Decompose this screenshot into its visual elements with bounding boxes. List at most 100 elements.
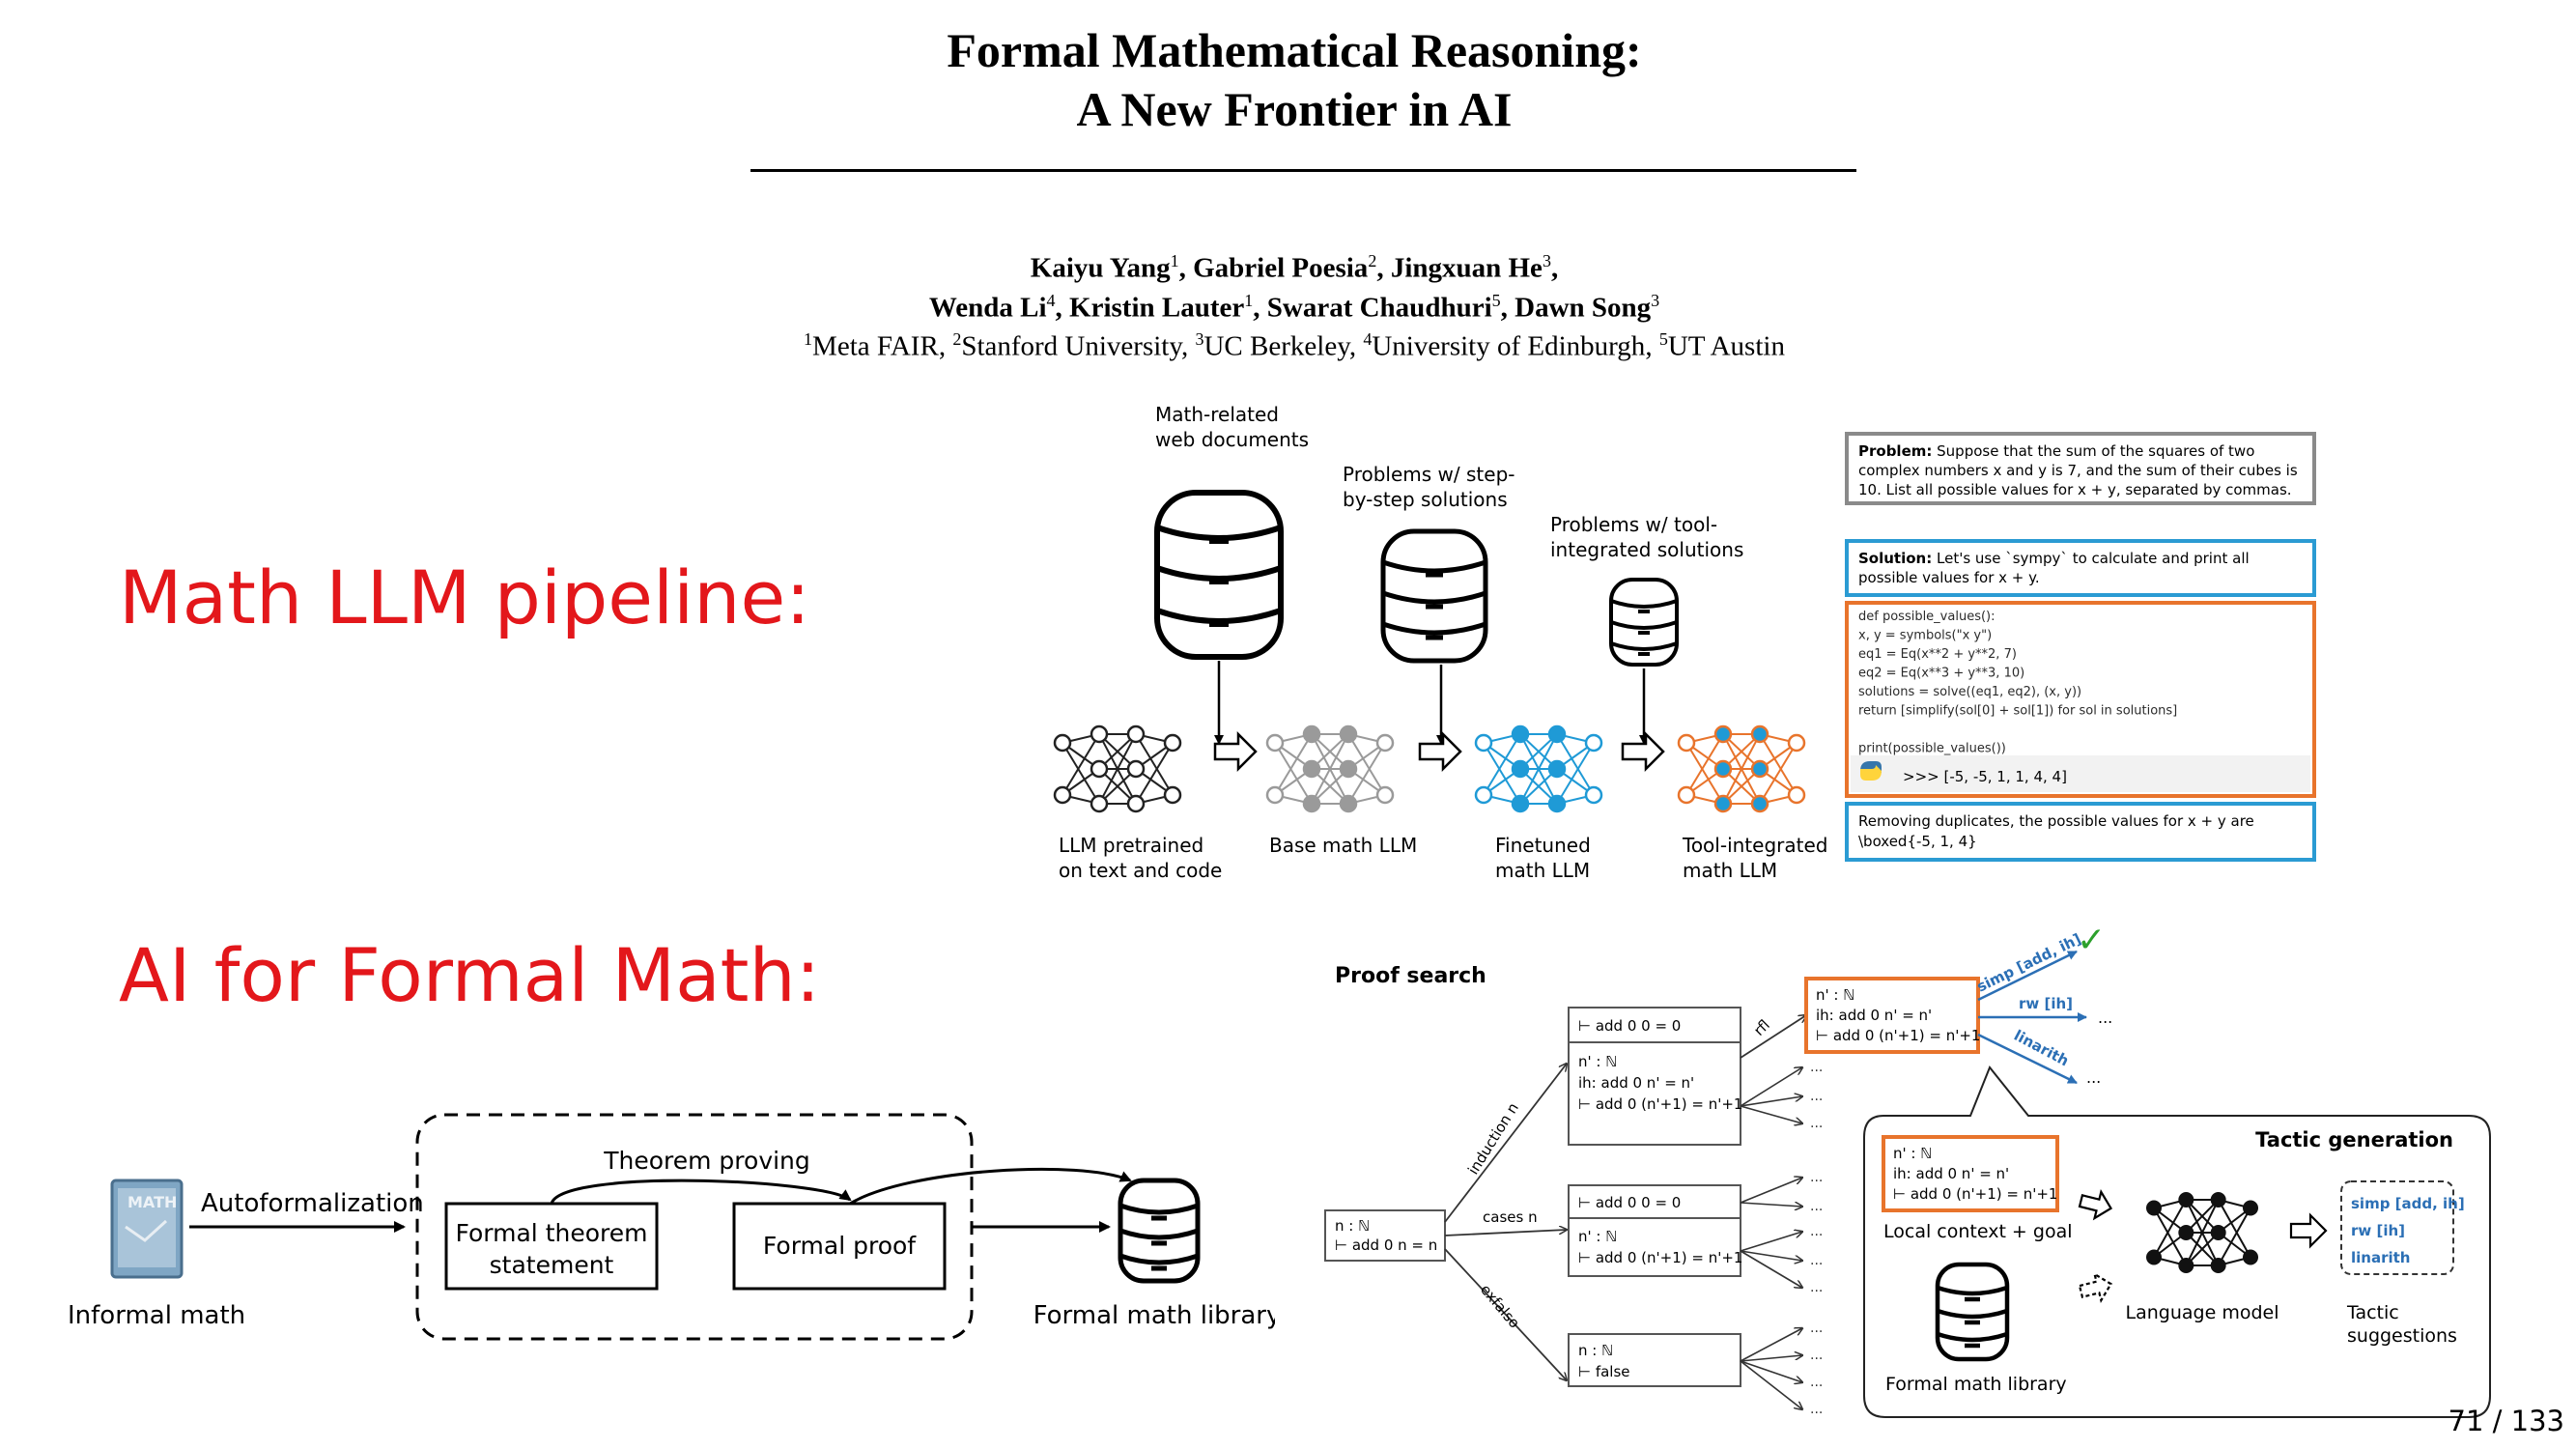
edge-induction xyxy=(1444,1064,1567,1223)
network-node xyxy=(1787,785,1806,805)
local-context-label: Local context + goal xyxy=(1883,1221,2073,1242)
finetuned-llm-label-1: Finetuned xyxy=(1495,834,1591,857)
problem-text-1: Suppose that the sum of the squares of t… xyxy=(1932,442,2254,460)
network-node xyxy=(2178,1225,2194,1240)
ellipsis: ... xyxy=(1810,1170,1823,1185)
tool-solutions-database-icon xyxy=(1609,578,1679,667)
suggestion-2: rw [ih] xyxy=(2351,1222,2405,1239)
edge-rfl-label: rfl xyxy=(1750,1016,1773,1039)
induction-goals-box: ⊢ add 0 0 = 0 n' : ℕ ih: add 0 n' = n' ⊢… xyxy=(1568,1007,1742,1146)
fanout-arrow xyxy=(1740,1360,1802,1382)
tool-solutions-label-2: integrated solutions xyxy=(1550,538,1743,561)
ellipsis: ... xyxy=(1810,1089,1823,1104)
network-edge xyxy=(1135,733,1174,796)
network-node xyxy=(1547,794,1567,813)
problem-text-3: 10. List all possible values for x + y, … xyxy=(1858,481,2292,498)
network-node xyxy=(1265,733,1285,753)
solution-box: Solution: Let's use `sympy` to calculate… xyxy=(1845,539,2316,597)
code-line: x, y = symbols("x y") xyxy=(1858,629,1992,643)
formal-proof-box xyxy=(732,1202,947,1291)
ellipsis: ... xyxy=(1810,1199,1823,1214)
pretrained-llm-network-icon xyxy=(1053,724,1182,813)
author-affiliation-mark: 1 xyxy=(1244,290,1254,310)
step-solutions-database-icon xyxy=(1380,528,1488,664)
cases-goal-a: ⊢ add 0 0 = 0 xyxy=(1578,1194,1681,1211)
ellipsis: ... xyxy=(1810,1060,1823,1075)
fanout-arrow xyxy=(1740,1232,1802,1252)
network-node xyxy=(1302,794,1321,813)
exfalso-goal-2: ⊢ false xyxy=(1578,1363,1630,1380)
network-node xyxy=(2210,1192,2226,1208)
edge-exfalso-label: exfalso xyxy=(1477,1281,1523,1332)
network-node xyxy=(1547,724,1567,744)
network-node xyxy=(1053,733,1072,753)
affiliations-line: 1Meta FAIR, 2Stanford University, 3UC Be… xyxy=(804,329,1785,362)
ellipsis: ... xyxy=(2098,1009,2112,1027)
affiliation-name: UC Berkeley xyxy=(1203,330,1349,362)
web-docs-database-icon xyxy=(1154,490,1284,660)
tactic-library-database-icon xyxy=(1935,1262,2010,1362)
author-name: Jingxuan He xyxy=(1390,252,1543,284)
network-edge xyxy=(1347,733,1386,796)
affiliation-number: 4 xyxy=(1363,329,1373,350)
tactic-arrow-linarith xyxy=(1977,1033,2078,1085)
svg-text:Problem: Suppose that the sum: Problem: Suppose that the sum of the squ… xyxy=(1858,442,2254,460)
network-node xyxy=(1511,724,1530,744)
network-node xyxy=(1163,733,1182,753)
solution-text-1: Let's use `sympy` to calculate and print… xyxy=(1932,550,2249,567)
suggestions-label-1: Tactic xyxy=(2346,1302,2399,1323)
problem-text-2: complex numbers x and y is 7, and the su… xyxy=(1858,462,2298,479)
solution-label: Solution: xyxy=(1858,550,1932,567)
network-node xyxy=(1339,794,1358,813)
suggestion-3: linarith xyxy=(2351,1249,2410,1266)
affiliation-name: Stanford University xyxy=(961,330,1181,362)
code-line: eq2 = Eq(x**3 + y**3, 10) xyxy=(1858,667,2024,681)
network-node xyxy=(1713,724,1733,744)
informal-math-label: Informal math xyxy=(68,1301,245,1330)
author-affiliation-mark: 3 xyxy=(1542,251,1551,270)
network-node xyxy=(2178,1192,2194,1208)
ellipsis: ... xyxy=(1810,1321,1823,1336)
affiliation-number: 5 xyxy=(1658,329,1668,350)
hollow-arrow-icon xyxy=(2078,1189,2113,1221)
ellipsis: ... xyxy=(1810,1224,1823,1239)
code-line: def possible_values(): xyxy=(1858,610,1996,624)
tactic-label-linarith: linarith xyxy=(2011,1027,2072,1070)
network-node xyxy=(1677,733,1696,753)
root-goal-box xyxy=(1324,1209,1446,1262)
selected-goal-3: ⊢ add 0 (n'+1) = n'+1 xyxy=(1816,1027,1980,1044)
network-node xyxy=(1713,759,1733,779)
network-edge xyxy=(1519,733,1558,805)
induction-goal-b2: ih: add 0 n' = n' xyxy=(1578,1074,1694,1092)
title-rule xyxy=(750,169,1856,172)
author-name: Kaiyu Yang xyxy=(1030,252,1171,284)
network-node xyxy=(1163,785,1182,805)
fanout-arrow xyxy=(1740,1250,1802,1288)
proof-to-library-arrow xyxy=(849,1167,1132,1206)
ellipsis: ... xyxy=(1810,1280,1823,1295)
fanout-arrow xyxy=(1740,1360,1802,1409)
ellipsis: ... xyxy=(1810,1375,1823,1390)
cases-goal-b1: n' : ℕ xyxy=(1578,1228,1617,1245)
network-node xyxy=(1126,794,1146,813)
python-logo-icon xyxy=(1860,761,1882,781)
network-node xyxy=(1090,759,1109,779)
hollow-arrow-icon xyxy=(2289,1212,2328,1249)
network-edge xyxy=(2217,1208,2251,1266)
context-line-2: ih: add 0 n' = n' xyxy=(1893,1165,2009,1182)
author-name: Gabriel Poesia xyxy=(1193,252,1369,284)
network-node xyxy=(1474,733,1493,753)
finetuned-math-llm-network-icon xyxy=(1474,724,1603,813)
network-edge xyxy=(2217,1199,2251,1258)
book-caption: MATH xyxy=(127,1193,177,1211)
hollow-arrow-icon xyxy=(1621,730,1665,773)
problem-box: Problem: Suppose that the sum of the squ… xyxy=(1845,432,2316,505)
network-node xyxy=(1511,794,1530,813)
paper-title-line1: Formal Mathematical Reasoning: xyxy=(947,23,1642,77)
theorem-proving-label: Theorem proving xyxy=(603,1147,810,1175)
formal-proof-label: Formal proof xyxy=(763,1232,917,1260)
web-docs-label-1: Math-related xyxy=(1155,403,1279,426)
author-line-2: Wenda Li4, Kristin Lauter1, Swarat Chaud… xyxy=(928,290,1660,324)
language-model-network-icon xyxy=(2146,1192,2258,1273)
pretrained-llm-label-2: on text and code xyxy=(1059,859,1222,882)
